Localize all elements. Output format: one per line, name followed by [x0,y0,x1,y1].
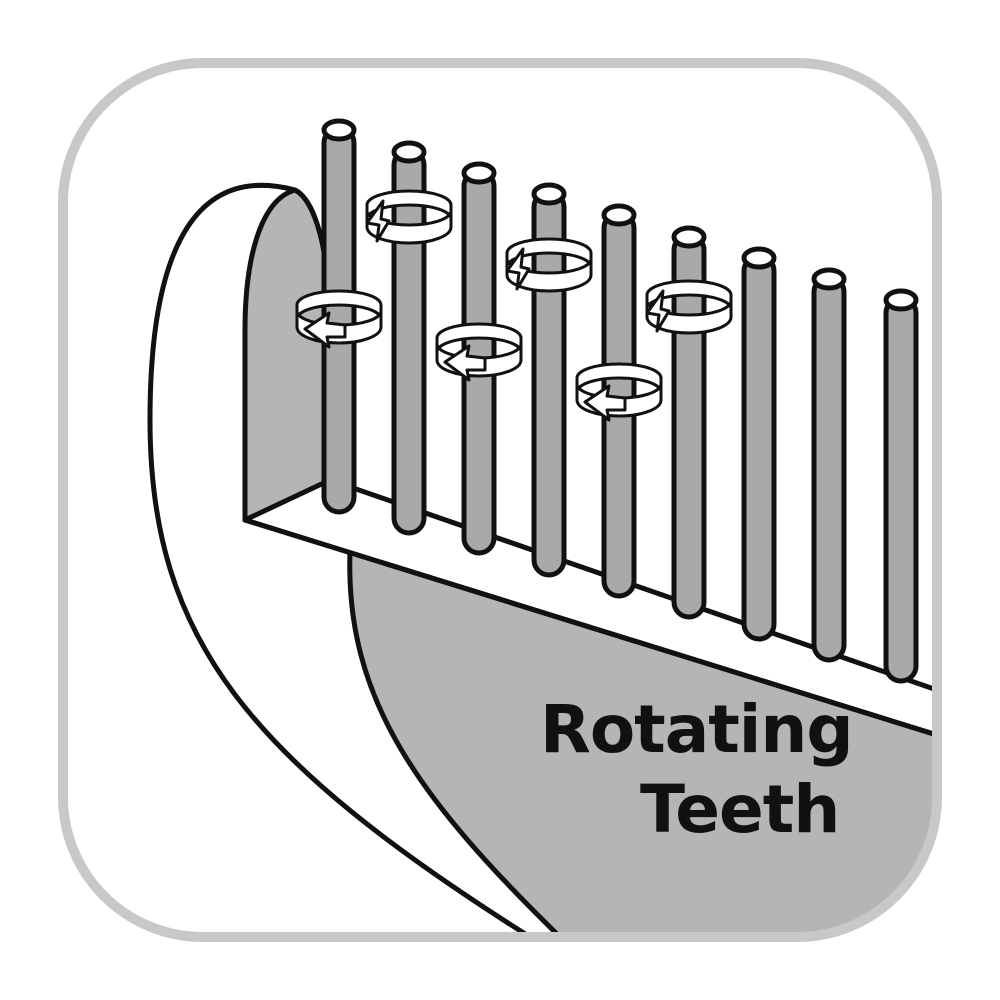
rotation-arrow-icon [645,279,733,335]
rotation-arrow-icon [435,322,523,382]
caption-line-2: Teeth [640,771,839,848]
cylinder-tooth-icon [391,140,427,536]
cylinder-tooth-icon [321,118,357,515]
frame-content [147,118,937,937]
cylinder-tooth-icon [883,288,919,684]
rotation-arrow-icon [295,289,383,349]
rotation-arrow-icon [365,189,453,245]
caption-line-1: Rotating [540,691,853,768]
rotation-arrows-group [295,189,733,422]
rotation-arrow-icon [575,362,663,422]
end-cap [242,187,333,523]
cylinder-tooth-icon [741,246,777,642]
rotation-arrow-icon [505,237,593,293]
cylinder-tooth-icon [811,267,847,663]
frame-border [58,58,942,942]
